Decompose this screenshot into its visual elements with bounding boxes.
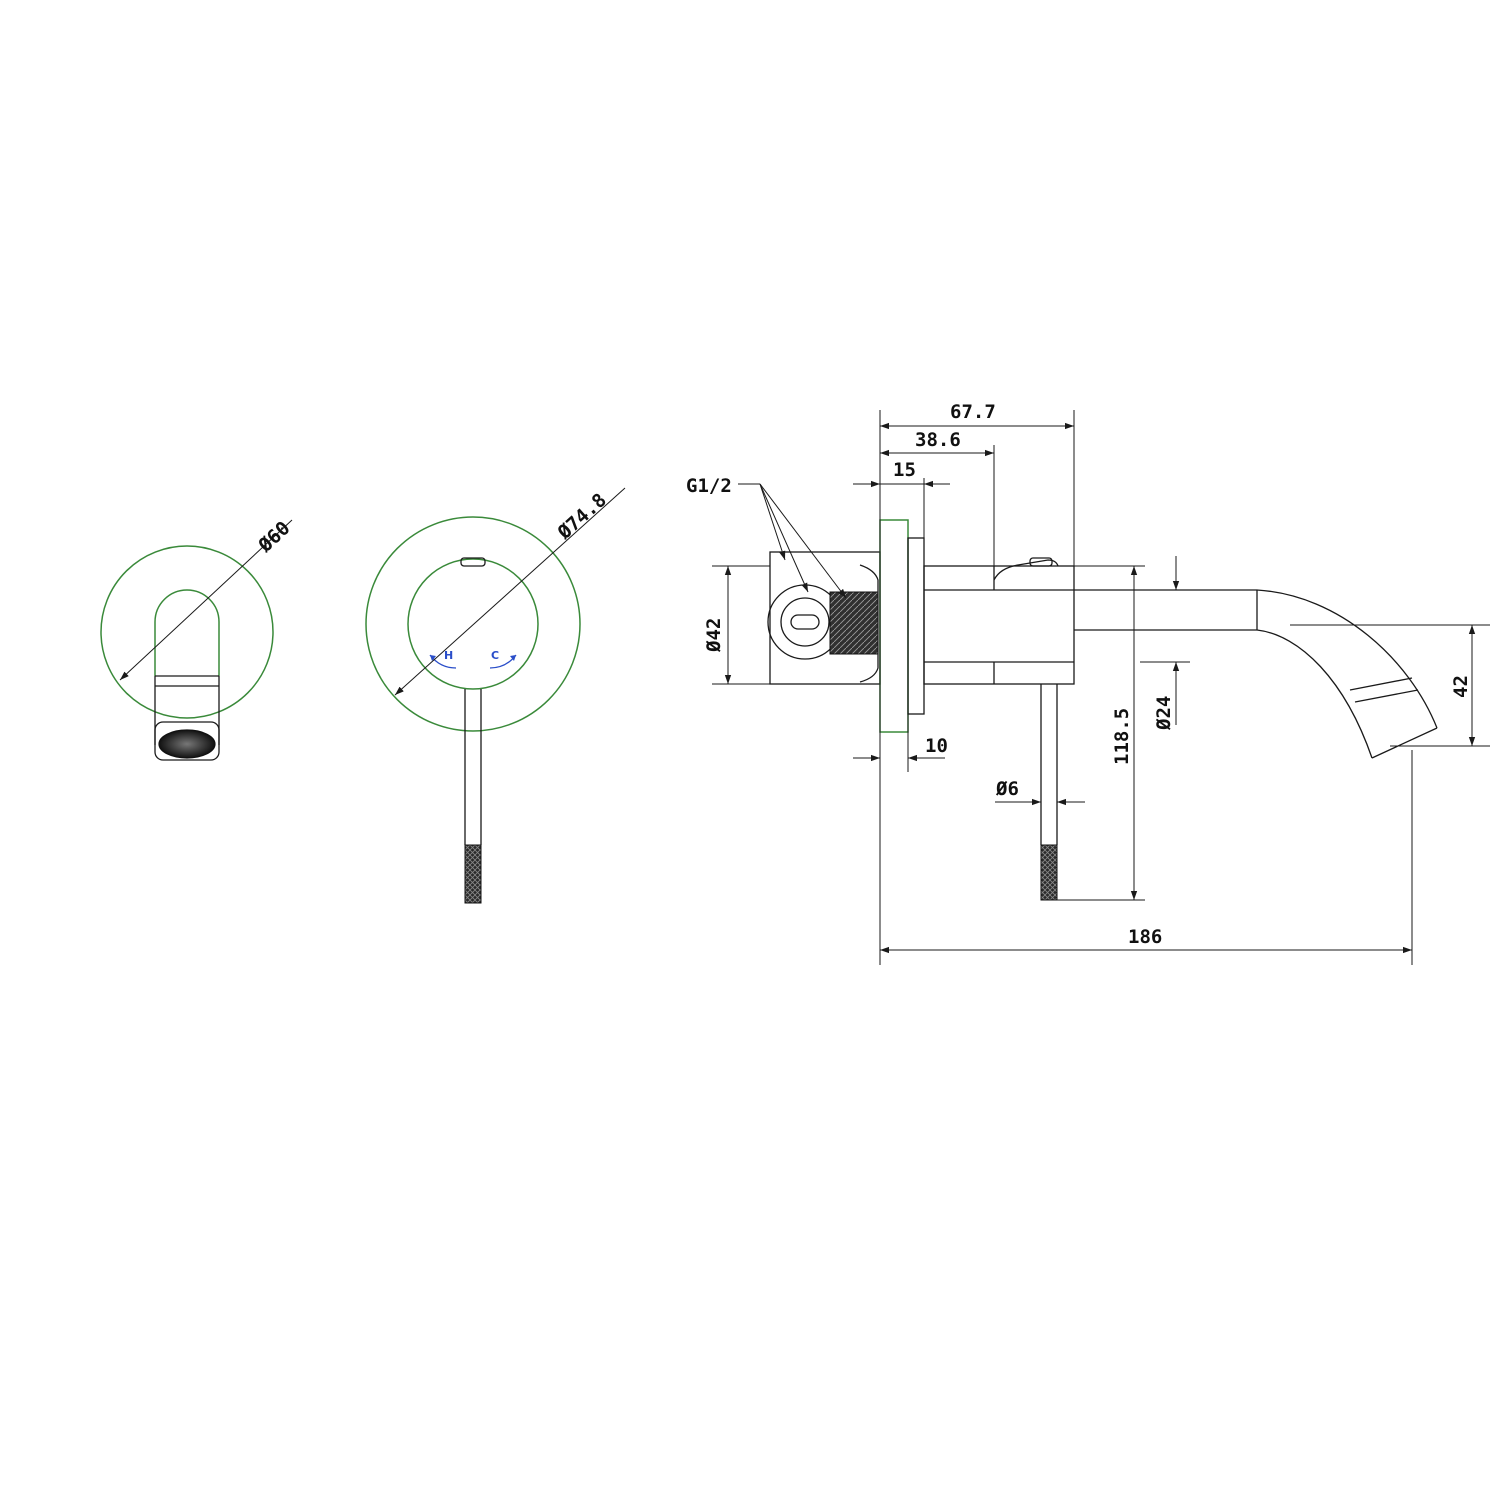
mixer-cover	[407, 558, 539, 690]
spout-diameter-dimension-line	[119, 519, 293, 681]
thread-leader-1	[759, 483, 786, 561]
plate-thickness-label: 15	[893, 459, 916, 481]
spout-pipe-diameter-label: Ø24	[1153, 696, 1175, 731]
body-diameter-label: Ø42	[703, 618, 725, 653]
mixer-wall-plate	[365, 516, 581, 732]
spout-curve	[1256, 589, 1438, 729]
cold-indicator-label: C	[491, 649, 499, 662]
lever-height-label: 118.5	[1111, 708, 1133, 765]
side-wall-plate-inner	[879, 519, 909, 733]
plate-diameter-label: Ø74.8	[553, 489, 611, 544]
depth-total-label: 67.7	[950, 401, 996, 423]
mixer-front-view: H C Ø74.8	[365, 487, 626, 904]
hot-indicator-label: H	[444, 649, 453, 662]
mixer-top-button-side	[993, 559, 1059, 581]
projection-total-label: 186	[1128, 926, 1162, 948]
side-view: 67.7 38.6 15 G1/2 Ø42 10 Ø6 118.5 Ø24	[686, 401, 1490, 965]
mixer-body-side	[923, 565, 1075, 685]
lever-side-knurled-grip	[1040, 844, 1058, 901]
mixer-lever-knurled-grip	[464, 844, 482, 904]
spout-drop-label: 42	[1450, 675, 1472, 698]
mixer-top-button	[460, 557, 486, 567]
thread-leader-3	[759, 483, 847, 599]
lever-diameter-label: Ø6	[995, 778, 1019, 800]
plate-diameter-dimension-line	[394, 487, 626, 696]
wall-gap-label: 10	[925, 735, 948, 757]
g-half-thread	[829, 591, 879, 655]
spout-pipe-arch	[154, 589, 220, 676]
spout-aerator-housing	[154, 721, 220, 761]
thread-label: G1/2	[686, 475, 732, 497]
spout-aerator	[158, 729, 216, 759]
spout-front-view: Ø60	[100, 517, 295, 761]
thread-leader-2	[759, 483, 809, 593]
side-wall-plate-outer	[907, 537, 925, 715]
valve-inlet-inner	[780, 597, 830, 647]
depth-lever-label: 38.6	[915, 429, 961, 451]
spout-wall-plate	[100, 545, 274, 719]
